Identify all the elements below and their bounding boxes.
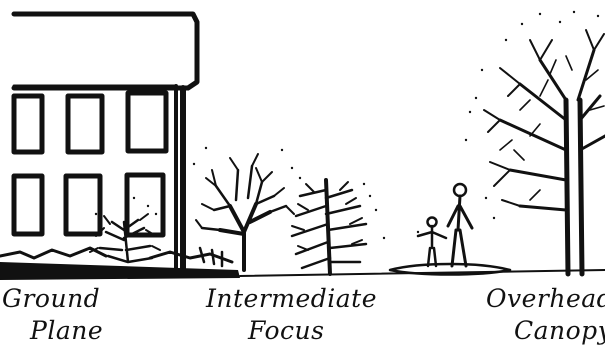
intermediate-focus-label-line2: Focus [248, 318, 324, 343]
overhead-canopy-label-line2: Canopy [514, 318, 605, 343]
ground-plane-label-line2: Plane [30, 318, 103, 343]
ground-plane-label-line1: Ground [2, 286, 100, 311]
overhead-canopy-label-line1: Overhead [486, 286, 605, 311]
pine-tree [292, 180, 366, 274]
walkway [240, 264, 605, 276]
overhead-canopy-tree [484, 30, 605, 274]
intermediate-focus-label-line1: Intermediate [206, 286, 377, 311]
intermediate-tree [196, 154, 294, 270]
people [418, 184, 472, 266]
ground-plane [0, 248, 240, 280]
